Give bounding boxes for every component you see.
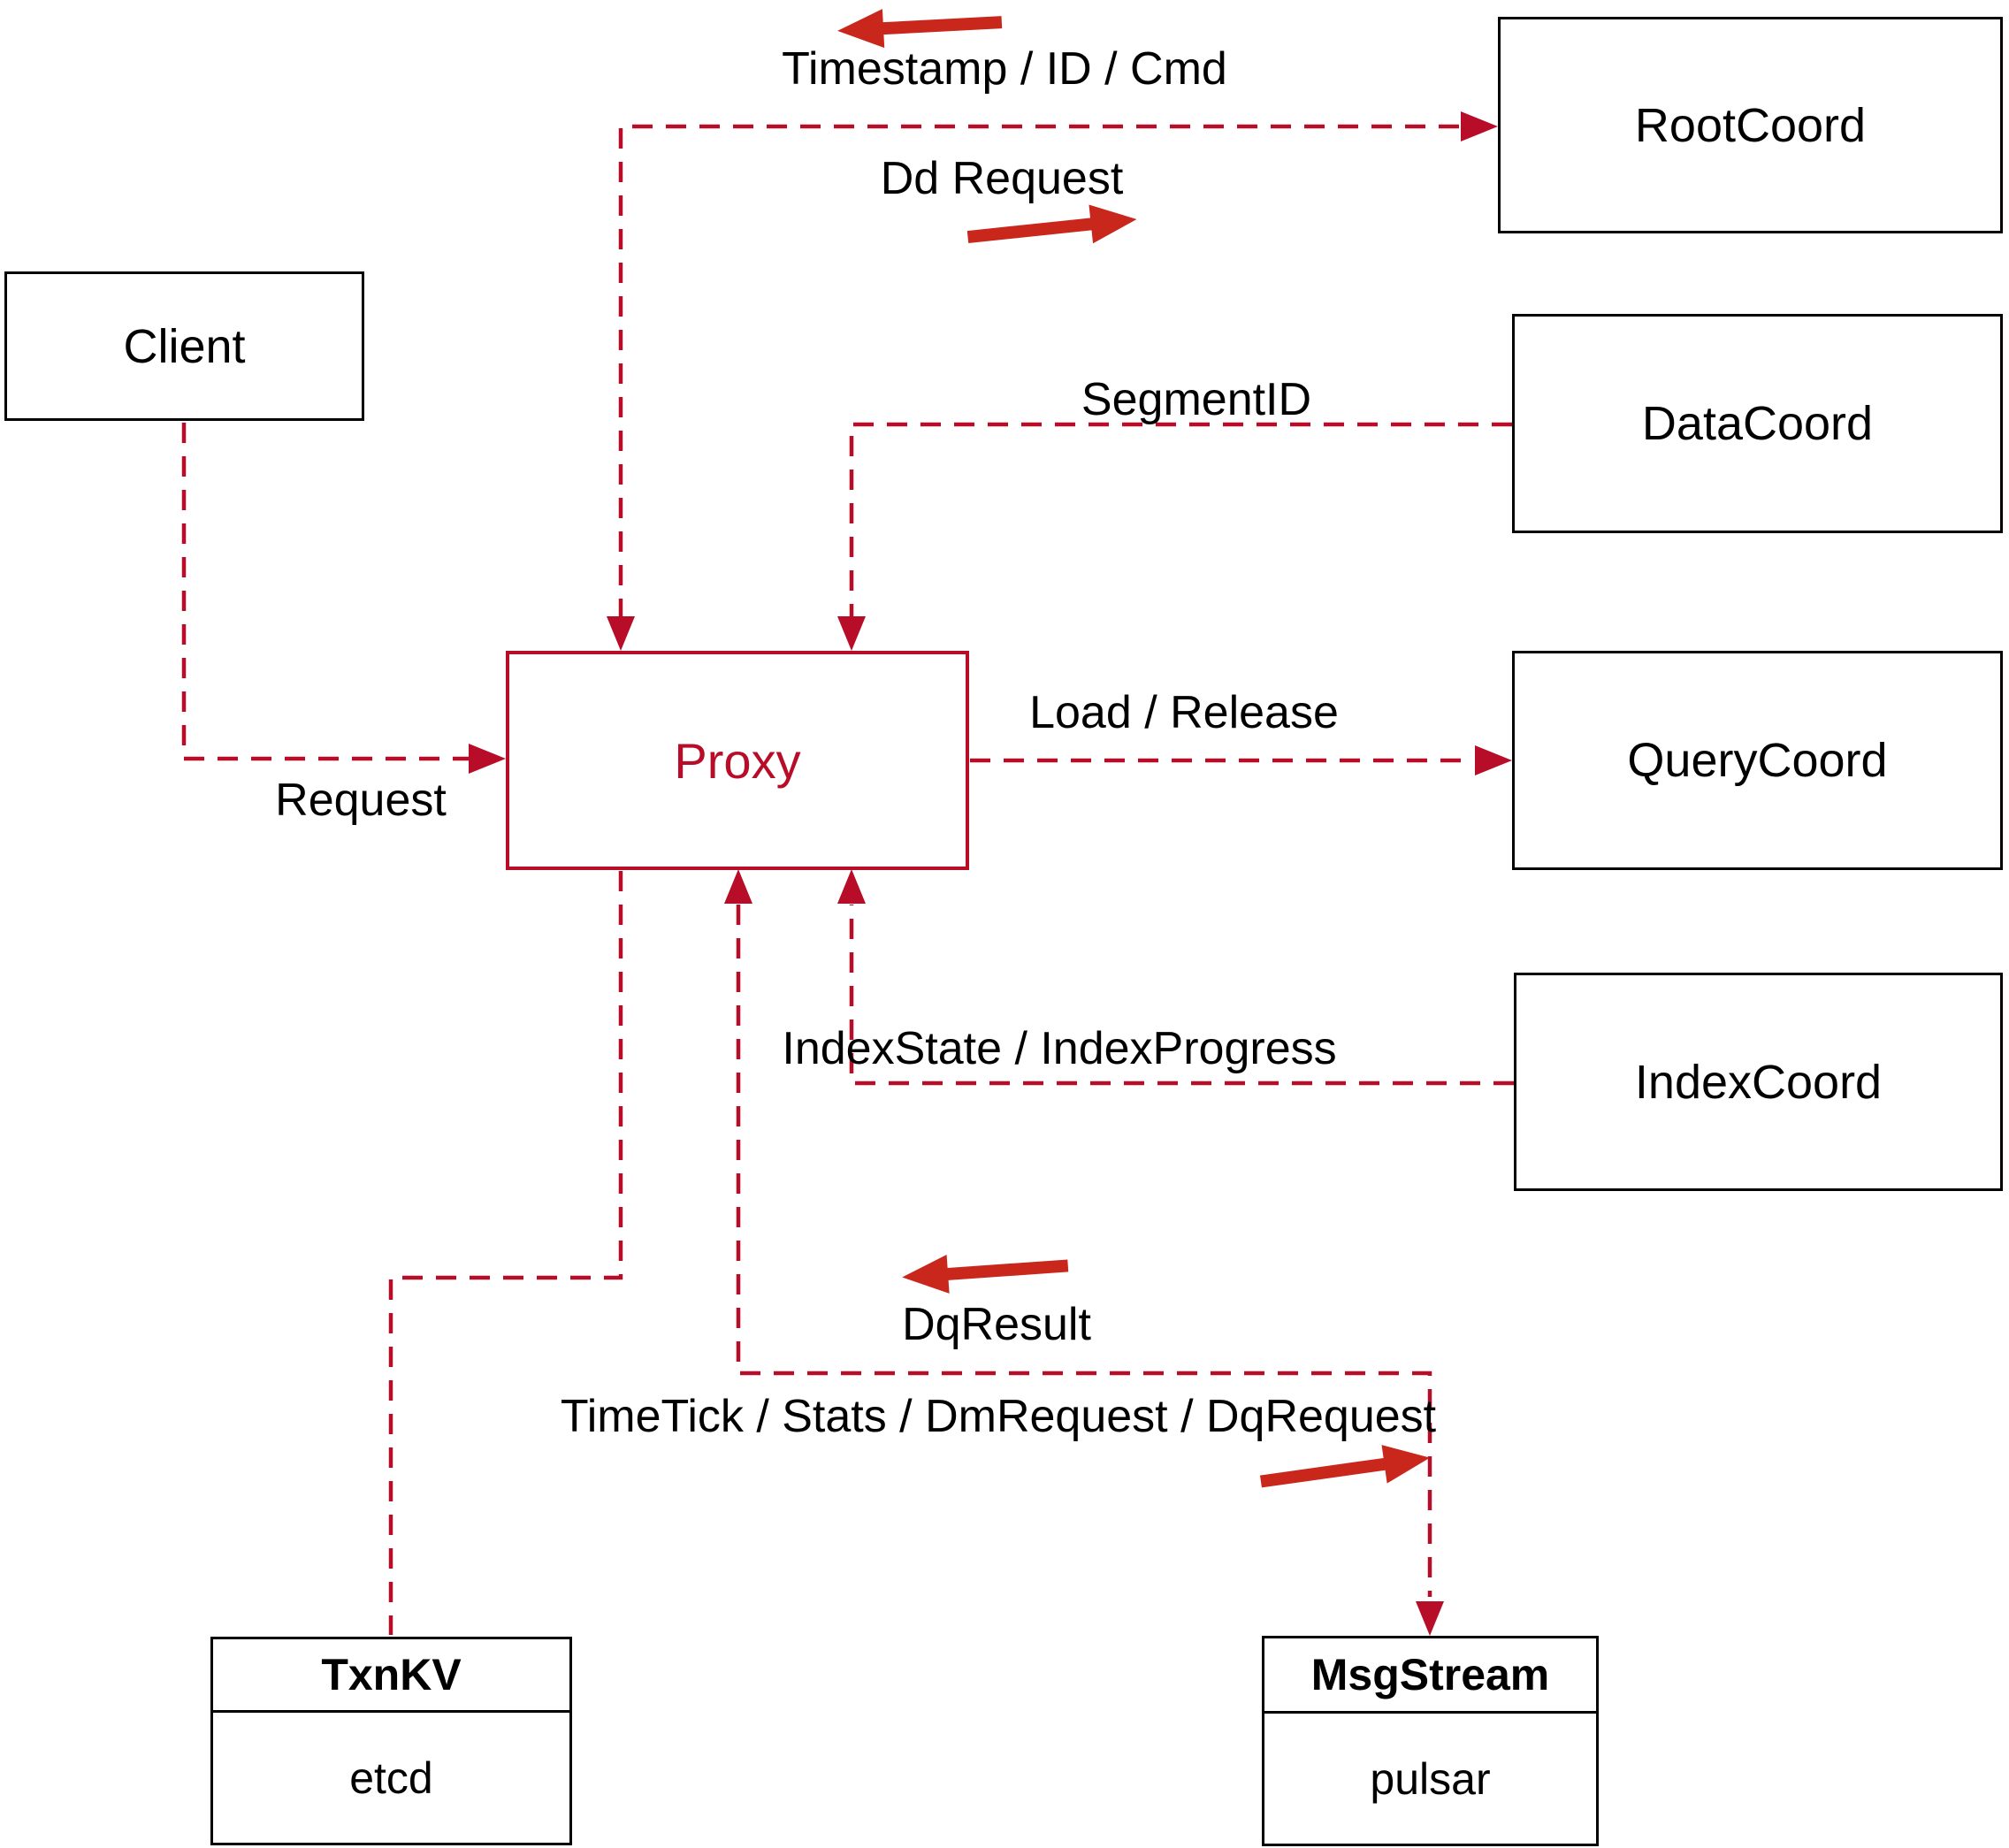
node-client-label: Client [123,319,246,373]
edge-label-load-release: Load / Release [1029,687,1339,738]
timetick-flow-right-arrow-icon [1259,1445,1431,1488]
node-rootcoord: RootCoord [1498,17,2003,233]
node-txnkv-title: TxnKV [213,1639,569,1713]
arrowhead-into-proxy-top-right-icon [837,616,866,651]
edge-label-segment-id: SegmentID [1081,374,1312,425]
connector-indexcoord-proxy [849,905,1514,1086]
connector-client-proxy [181,423,469,761]
node-txnkv: TxnKV etcd [210,1637,572,1845]
arrowhead-into-msgstream-icon [1416,1601,1444,1636]
edge-label-timetick: TimeTick / Stats / DmRequest / DqRequest [560,1391,1437,1442]
node-querycoord-label: QueryCoord [1627,734,1888,787]
arrowhead-into-rootcoord-icon [1461,111,1498,141]
node-proxy: Proxy [506,651,969,870]
node-rootcoord-label: RootCoord [1634,98,1867,152]
edge-label-dq-result: DqResult [902,1299,1091,1350]
node-txnkv-subtitle: etcd [349,1753,433,1803]
edge-label-request: Request [275,775,447,826]
arrowhead-into-proxy-top-left-icon [607,616,635,651]
node-msgstream: MsgStream pulsar [1262,1636,1599,1846]
arrowhead-into-proxy-bottom-left-icon [724,869,752,904]
arrowhead-into-querycoord-icon [1475,745,1512,775]
edge-label-dd-request: Dd Request [880,153,1124,204]
edge-label-timestamp-id-cmd: Timestamp / ID / Cmd [782,43,1227,95]
arrowhead-into-proxy-bottom-right-icon [837,869,866,904]
dq-result-flow-left-arrow-icon [902,1254,1069,1294]
connector-proxy-rootcoord [618,124,1459,619]
node-querycoord: QueryCoord [1512,651,2003,870]
connector-proxy-msgstream [736,905,1432,1597]
timestamp-flow-left-arrow-icon [837,9,1003,49]
node-datacoord-label: DataCoord [1641,397,1874,450]
node-indexcoord-label: IndexCoord [1634,1055,1883,1109]
edge-label-index-state: IndexState / IndexProgress [782,1023,1337,1074]
node-datacoord: DataCoord [1512,314,2003,533]
node-client: Client [4,271,364,421]
node-indexcoord: IndexCoord [1514,973,2003,1191]
node-msgstream-title: MsgStream [1264,1638,1596,1714]
arrowhead-into-proxy-left-icon [469,744,506,774]
node-proxy-label: Proxy [674,732,801,789]
connector-datacoord-proxy [849,422,1512,619]
connector-proxy-txnkv [388,871,623,1635]
node-msgstream-subtitle: pulsar [1370,1753,1491,1804]
dd-request-flow-right-arrow-icon [966,204,1137,244]
